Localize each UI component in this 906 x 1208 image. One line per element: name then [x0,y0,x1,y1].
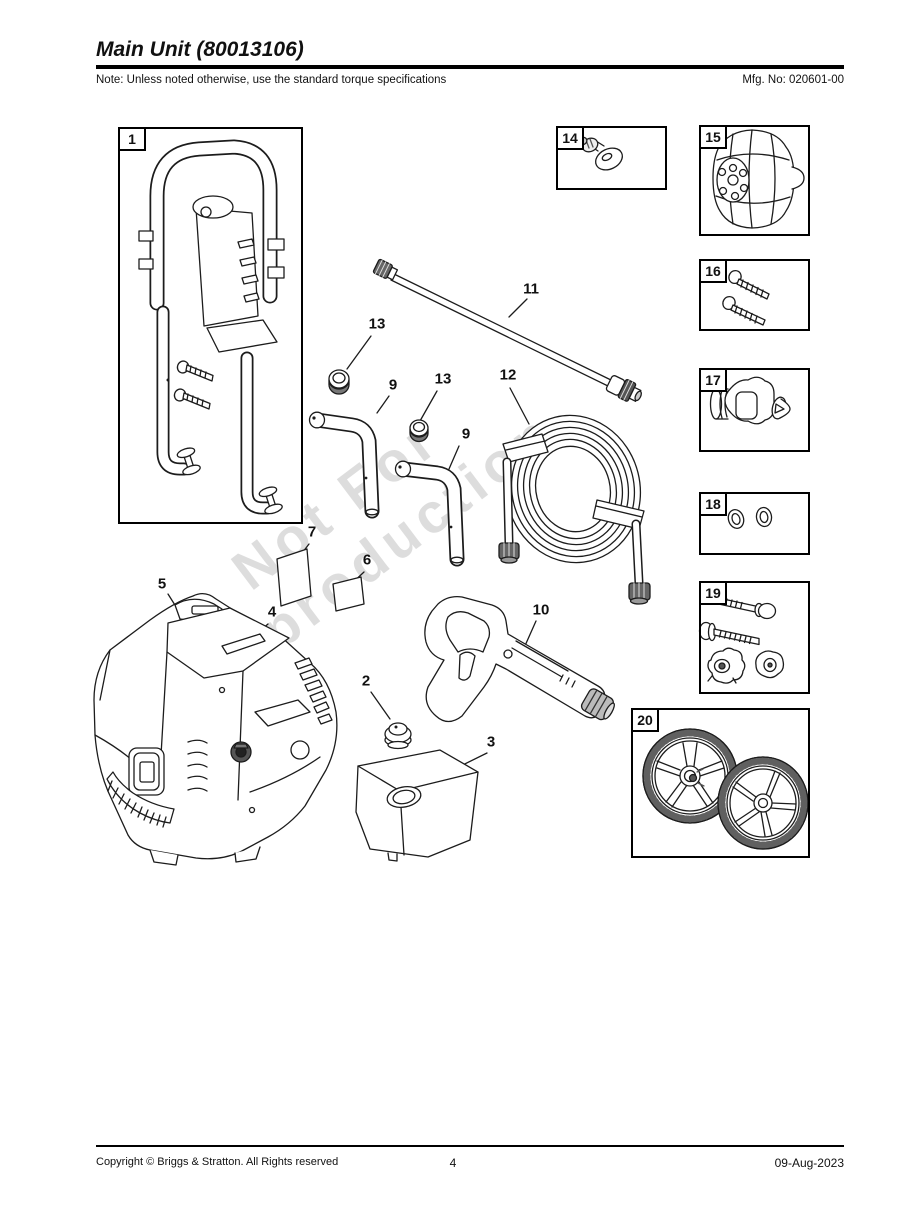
part-box-20-label: 20 [631,708,659,732]
part-box-18-label: 18 [699,492,727,516]
screw-2 [722,295,766,326]
part-box-1: 1 [118,127,303,524]
sticker-7-drawing [276,548,312,607]
callout-13b: 13 [434,370,452,388]
callout-12: 12 [499,366,517,384]
o-rings-drawing [727,506,773,529]
part-box-15: 15 [699,125,810,236]
main-unit-drawing [93,592,338,866]
callout-4: 4 [267,603,277,621]
part-box-20: 20 [631,708,810,858]
callout-9b: 9 [461,425,471,443]
wheel-right [717,756,809,850]
part-box-16: 16 [699,259,810,331]
part-box-15-label: 15 [699,125,727,149]
callout-10: 10 [532,601,550,619]
part-box-18: 18 [699,492,810,555]
part-box-16-label: 16 [699,259,727,283]
handle-assembly-drawing [138,139,285,515]
star-knob [707,647,746,684]
part-box-19-label: 19 [699,581,727,605]
callout-6: 6 [362,551,372,569]
elbow-tube-b-drawing [394,460,465,567]
page-number: 4 [449,1156,457,1170]
spray-gun-drawing [424,596,615,723]
screws-drawing [722,269,770,326]
copyright-text: Copyright © Briggs & Stratton. All Right… [96,1156,339,1168]
callout-5: 5 [157,575,167,593]
lance-drawing [372,258,642,402]
screw-1 [728,269,770,300]
cap-13b-drawing [409,419,429,443]
elbow-tube-a-drawing [308,411,380,519]
part-box-14-label: 14 [556,126,584,150]
wing-knob [755,650,785,679]
cap-13a-drawing [328,369,350,395]
part-box-17: 17 [699,368,810,452]
part-box-17-label: 17 [699,368,727,392]
coupling-drawing [709,376,791,425]
handle-screw-1 [176,360,214,382]
footer-date: 09-Aug-2023 [774,1156,844,1170]
callout-2: 2 [361,672,371,690]
callout-9a: 9 [388,376,398,394]
callout-7: 7 [307,523,317,541]
callout-13a: 13 [368,315,386,333]
part-box-19: 19 [699,581,810,694]
torque-note: Note: Unless noted otherwise, use the st… [96,74,447,86]
sticker-6-drawing [332,576,365,612]
part-box-1-label: 1 [118,127,146,151]
cap-2-drawing [384,722,412,750]
mfg-number: Mfg. No: 020601-00 [742,74,844,86]
wheels-drawing [642,728,809,850]
callout-3: 3 [486,733,496,751]
hose-ends-drawing [498,433,651,605]
tank-drawing [355,749,479,862]
handle-screw-2 [173,388,211,410]
callout-11: 11 [523,280,539,298]
footer-rule [96,1145,844,1147]
bolts-knobs-drawing [698,596,785,684]
header-rule [96,65,844,69]
part-box-14: 14 [556,126,667,190]
page-title: Main Unit (80013106) [96,38,304,61]
drum-knob-drawing [712,129,805,229]
